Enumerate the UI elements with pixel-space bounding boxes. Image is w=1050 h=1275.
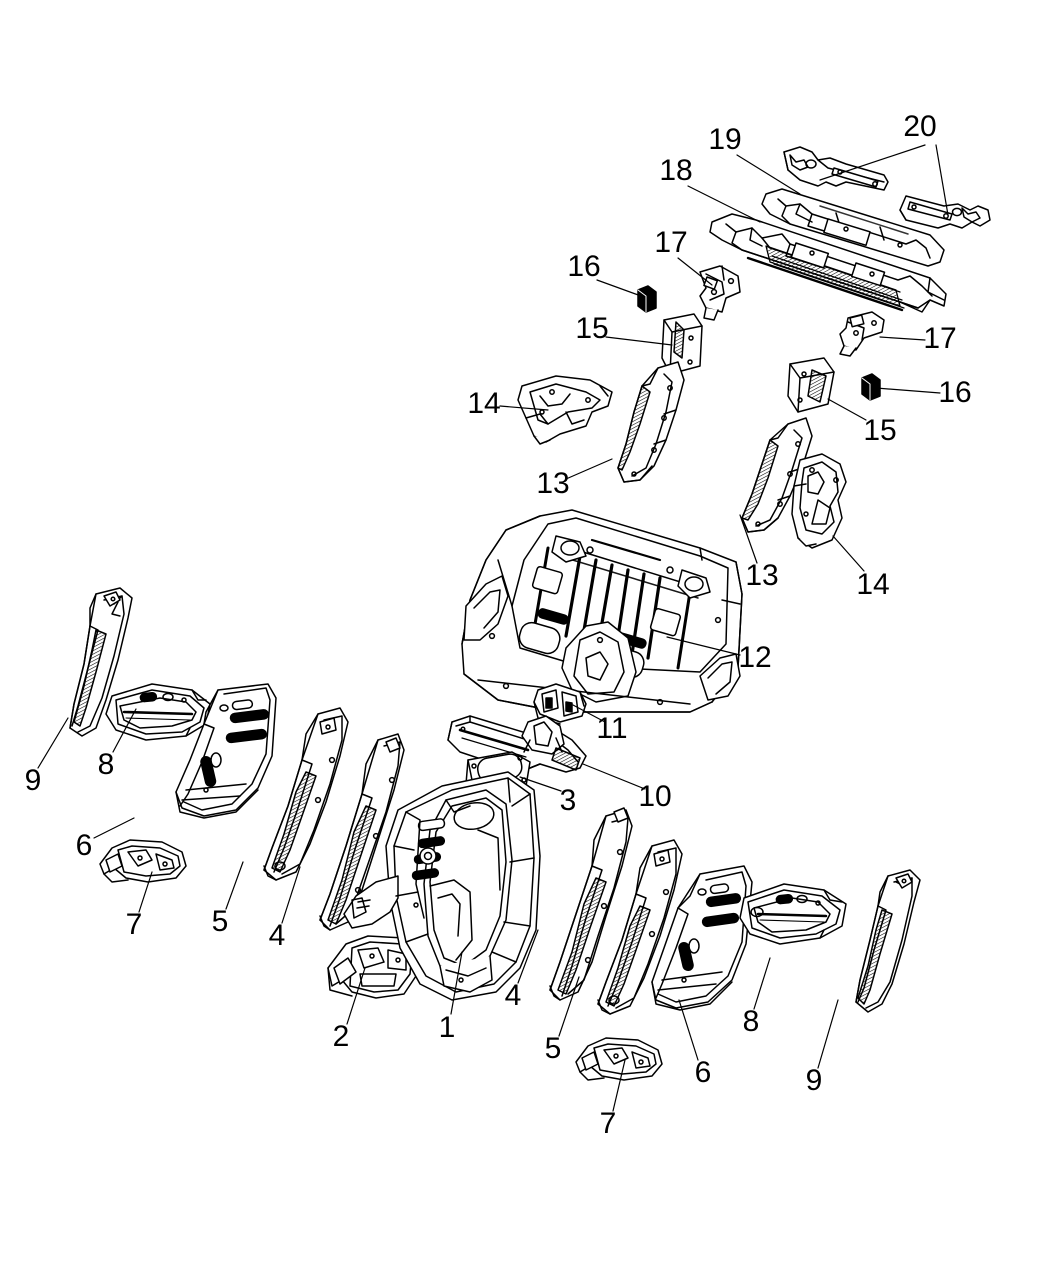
- leader-line: [678, 999, 699, 1061]
- leader-line: [37, 717, 69, 769]
- part-19-crossmember-upper: [761, 188, 945, 267]
- leader-line: [817, 999, 839, 1069]
- part-6a-floor-side-panel-left: [175, 683, 277, 819]
- part-14b-body-mount-right: [791, 453, 847, 549]
- part-9b-sill-reinforcement-right: [855, 869, 921, 1013]
- part-17b-bracket: [839, 311, 885, 357]
- callout-number-19: 19: [708, 123, 742, 156]
- callout-number-8: 8: [97, 748, 115, 781]
- callout-number-17: 17: [654, 226, 688, 259]
- callout-number-13: 13: [745, 559, 779, 592]
- callout-number-16: 16: [938, 376, 972, 409]
- leader-line: [112, 708, 137, 753]
- part-15a-reinforcement-plate: [661, 313, 703, 375]
- callout-number-11: 11: [596, 712, 628, 745]
- leader-line: [138, 871, 153, 913]
- part-5a-tunnel-rail-left: [263, 707, 349, 881]
- leader-line: [687, 185, 761, 223]
- callout-number-12: 12: [738, 641, 772, 674]
- leader-line: [582, 763, 646, 790]
- callout-number-5: 5: [211, 905, 229, 938]
- part-9a-sill-reinforcement-left: [69, 587, 133, 737]
- leader-line: [875, 387, 941, 394]
- leader-line: [736, 154, 801, 195]
- part-11-crossmember-bracket: [533, 683, 587, 725]
- callout-number-4: 4: [504, 979, 522, 1012]
- callout-number-3: 3: [559, 784, 577, 817]
- callout-number-17: 17: [923, 322, 957, 355]
- leader-line: [281, 866, 301, 924]
- leader-line: [739, 514, 758, 564]
- part-17a-bracket: [699, 265, 741, 321]
- callout-number-15: 15: [863, 414, 897, 447]
- leader-line: [93, 817, 135, 839]
- leader-line: [225, 861, 244, 910]
- part-20-seat-track-b: [899, 195, 991, 229]
- leader-line: [572, 704, 606, 723]
- callout-number-6: 6: [694, 1056, 712, 1089]
- callout-number-18: 18: [659, 154, 693, 187]
- leader-line: [827, 398, 867, 421]
- callout-number-10: 10: [638, 780, 672, 813]
- callout-number-9: 9: [805, 1064, 823, 1097]
- leader-line: [558, 976, 580, 1037]
- callout-number-2: 2: [332, 1020, 350, 1053]
- callout-number-8: 8: [742, 1005, 760, 1038]
- leader-line: [450, 951, 463, 1015]
- leader-line: [499, 405, 549, 411]
- part-12-rear-floor-pan: [461, 509, 743, 713]
- part-15b-reinforcement-plate: [787, 357, 835, 413]
- part-14a-body-mount-left: [517, 375, 613, 445]
- part-2-floor-support-left: [327, 935, 419, 999]
- leader-line: [832, 535, 865, 572]
- part-13a-rear-rail-left: [617, 361, 685, 483]
- callout-number-7: 7: [599, 1107, 617, 1140]
- leader-line: [565, 458, 613, 480]
- callout-number-4: 4: [268, 919, 286, 952]
- part-8b-rocker-right: [739, 883, 847, 945]
- part-13b-rear-rail-right: [741, 417, 813, 533]
- leader-lines: [37, 144, 949, 1112]
- leader-line: [519, 776, 562, 792]
- leader-line: [677, 257, 713, 286]
- callout-number-5: 5: [544, 1032, 562, 1065]
- leader-line: [819, 144, 926, 181]
- callout-number-15: 15: [575, 312, 609, 345]
- part-16a-bushing: [637, 285, 657, 313]
- leader-line: [517, 929, 539, 984]
- part-8a-rocker-left: [105, 683, 211, 741]
- callout-number-7: 7: [125, 908, 143, 941]
- part-5b-tunnel-rail-right: [597, 839, 683, 1015]
- part-4b-frame-rail-right: [549, 807, 633, 1001]
- leader-line: [753, 957, 771, 1010]
- callout-number-16: 16: [567, 250, 601, 283]
- leader-line: [346, 967, 366, 1025]
- leader-line: [935, 144, 949, 216]
- part-1-front-floor-pan: [343, 771, 541, 1001]
- callout-number-1: 1: [438, 1011, 456, 1044]
- part-7b-floor-bracket-right: [575, 1037, 663, 1081]
- leader-line: [605, 336, 673, 346]
- leader-line: [666, 636, 741, 656]
- callout-number-6: 6: [75, 829, 93, 862]
- callout-number-9: 9: [24, 764, 42, 797]
- part-7a-floor-bracket-left: [99, 839, 187, 883]
- callout-number-20: 20: [903, 110, 937, 143]
- leader-line: [596, 279, 642, 297]
- part-18-lower-lip: [741, 249, 931, 313]
- callout-number-13: 13: [536, 467, 570, 500]
- part-16b-bushing: [861, 373, 881, 401]
- part-6b-floor-side-panel-right: [651, 865, 753, 1011]
- leader-line: [879, 336, 926, 341]
- leader-line: [612, 1059, 626, 1112]
- callout-number-14: 14: [856, 568, 890, 601]
- callout-number-14: 14: [467, 387, 501, 420]
